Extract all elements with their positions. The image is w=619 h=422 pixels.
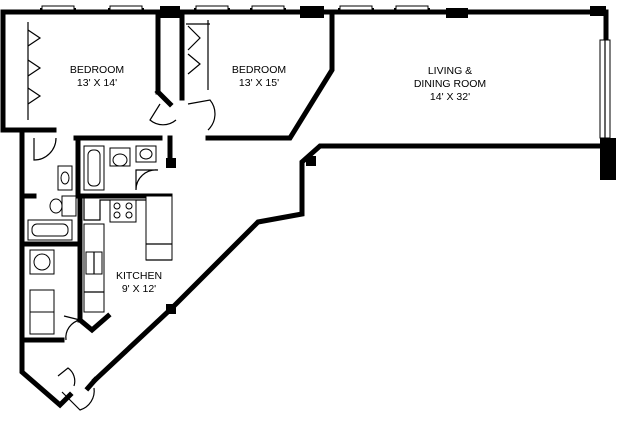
bedroom-1-size: 13' X 14' [77, 77, 117, 89]
closet-doors-bedroom-1 [27, 22, 42, 120]
living-size: 14' X 32' [430, 91, 470, 103]
kitchen-size: 9' X 12' [122, 283, 156, 295]
bedroom-1-name: BEDROOM [70, 64, 124, 76]
bathroom-lower-fixtures [27, 165, 77, 241]
label-living-dining: LIVING & DINING ROOM 14' X 32' [414, 65, 486, 103]
window-right [599, 39, 616, 180]
columns [166, 156, 316, 314]
label-bedroom-2: BEDROOM 13' X 15' [232, 64, 286, 89]
bedroom-2-size: 13' X 15' [239, 77, 279, 89]
label-bedroom-1: BEDROOM 13' X 14' [70, 64, 124, 89]
kitchen-fixtures [83, 195, 173, 313]
bedroom-2-name: BEDROOM [232, 64, 286, 76]
laundry-fixtures [29, 249, 55, 335]
label-kitchen: KITCHEN 9' X 12' [116, 270, 162, 295]
living-name-line2: DINING ROOM [414, 78, 486, 90]
closet-doors-bedroom-2 [186, 20, 210, 90]
kitchen-name: KITCHEN [116, 270, 162, 282]
door-swings [33, 99, 216, 411]
windows-top [40, 5, 606, 18]
bathroom-upper-fixtures [83, 145, 157, 191]
living-name-line1: LIVING & [428, 65, 472, 77]
